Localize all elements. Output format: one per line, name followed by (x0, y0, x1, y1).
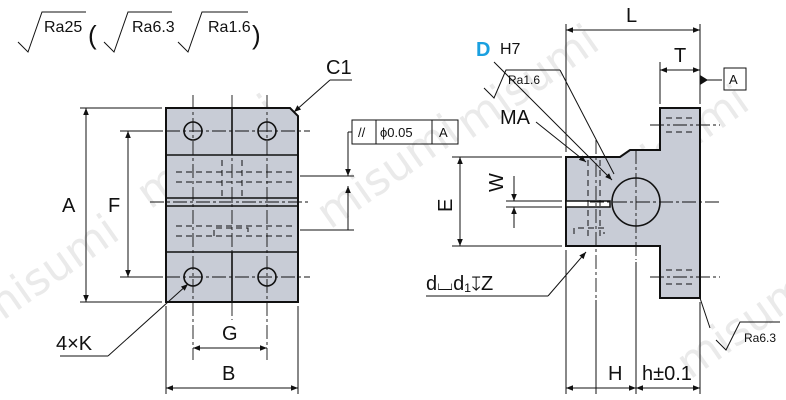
front-view: A F G B C1 4×K (56, 57, 352, 394)
roughness-general: Ra25 (44, 19, 82, 36)
side-view: L T A D H7 Ra1.6 MA W E d⌴ (426, 5, 780, 394)
bore-D-label: D (476, 39, 490, 61)
roughness-symbol-icon (483, 69, 552, 99)
counterbore-label: d⌴d₁↧Z (426, 273, 493, 295)
roughness-header: Ra25 ( Ra6.3 Ra1.6 ) (17, 11, 261, 53)
tolerance-frame: // ϕ0.05 A (300, 119, 459, 231)
dim-E-label: E (435, 199, 457, 212)
dim-h-label: h±0.1 (642, 363, 692, 385)
tolerance-value: ϕ0.05 (380, 125, 413, 140)
paren-open: ( (88, 20, 97, 50)
dim-G-label: G (222, 323, 238, 345)
holder-body (565, 107, 701, 299)
parallelism-symbol: // (358, 125, 366, 140)
paren-close: ) (252, 20, 261, 50)
bore-fit-label: H7 (500, 41, 521, 58)
dim-B-label: B (222, 363, 235, 385)
dim-F-label: F (108, 195, 120, 217)
dim-L-label: L (626, 5, 637, 27)
roughness-symbol-icon (103, 11, 172, 53)
dim-H-label: H (608, 363, 622, 385)
dim-T-label: T (674, 45, 686, 67)
MA-label: MA (500, 107, 531, 129)
roughness-other-1: Ra6.3 (132, 19, 175, 36)
datum-A-box: A (729, 72, 738, 87)
roughness-symbol-icon (17, 11, 86, 53)
tolerance-datum: A (439, 125, 448, 140)
holes-label: 4×K (56, 333, 93, 355)
chamfer-label: C1 (326, 57, 352, 79)
roughness-bore: Ra1.6 (508, 73, 540, 87)
roughness-symbol-icon (177, 11, 248, 53)
watermark: misumi (0, 205, 128, 339)
roughness-symbol-icon (715, 321, 780, 351)
roughness-other-2: Ra1.6 (208, 19, 251, 36)
dim-W-label: W (486, 173, 508, 192)
roughness-base: Ra6.3 (744, 331, 776, 345)
dim-A-label: A (62, 195, 76, 217)
